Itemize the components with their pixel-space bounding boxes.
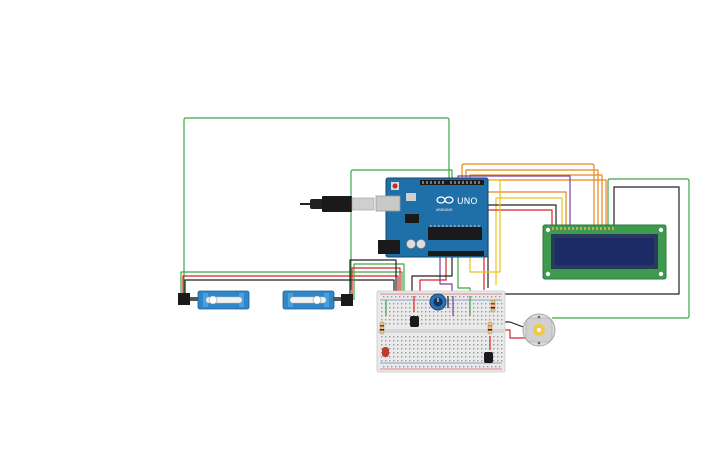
board-brand-label: ARDUINO bbox=[436, 208, 453, 212]
wire-green-left-arduino[interactable] bbox=[350, 169, 453, 290]
breadboard[interactable] bbox=[376, 290, 506, 373]
wire-orange-lcd-4[interactable] bbox=[473, 179, 607, 226]
resistor-right-bottom[interactable] bbox=[487, 321, 493, 335]
wire-green-servo-2[interactable] bbox=[353, 263, 405, 300]
wire-red-lower[interactable] bbox=[419, 256, 447, 296]
servo-horn-icon bbox=[312, 295, 322, 305]
wire-red-lcd[interactable] bbox=[483, 209, 553, 290]
potentiometer-knob-icon[interactable] bbox=[429, 293, 447, 311]
lcd-16x2-display[interactable] bbox=[542, 224, 667, 280]
wire-yellow-lcd[interactable] bbox=[495, 197, 563, 285]
wire-red-servo-2[interactable] bbox=[351, 267, 401, 300]
wire-orange-lcd-5[interactable] bbox=[486, 191, 567, 226]
wire-black-lower[interactable] bbox=[411, 256, 453, 296]
wire-yellow-lower[interactable] bbox=[469, 179, 501, 273]
wire-green-right-loop[interactable] bbox=[552, 178, 690, 319]
dc-motor-icon[interactable] bbox=[522, 313, 556, 347]
wire-black-right-loop[interactable] bbox=[500, 186, 680, 295]
wire-red-servo-1[interactable] bbox=[182, 275, 399, 297]
transistor-right[interactable] bbox=[484, 352, 493, 363]
resistor-right-top[interactable] bbox=[490, 299, 496, 313]
servo-motor-left[interactable] bbox=[178, 290, 250, 310]
wire-black-servo-1[interactable] bbox=[184, 279, 395, 297]
usb-cable-icon[interactable] bbox=[300, 196, 375, 212]
wire-green-lower[interactable] bbox=[457, 256, 471, 296]
transistor-left[interactable] bbox=[410, 316, 419, 327]
resistor-left[interactable] bbox=[379, 321, 385, 335]
infinity-logo-icon bbox=[436, 196, 454, 204]
wire-black-servo-2[interactable] bbox=[349, 259, 397, 300]
wire-orange-lcd-3[interactable] bbox=[469, 174, 603, 226]
arduino-uno-board[interactable]: UNO ARDUINO bbox=[375, 177, 489, 258]
servo-motor-right[interactable] bbox=[282, 290, 353, 310]
wire-orange-lcd-1[interactable] bbox=[461, 163, 595, 226]
servo-horn-icon bbox=[208, 295, 218, 305]
wire-purple-lower[interactable] bbox=[439, 256, 453, 296]
wire-green-top-loop[interactable] bbox=[183, 117, 450, 297]
board-model-label: UNO bbox=[457, 197, 477, 207]
led-red[interactable] bbox=[382, 347, 389, 357]
lcd-screen bbox=[555, 238, 654, 265]
breadboard-jumpers bbox=[385, 296, 491, 350]
wire-green-servo-1[interactable] bbox=[180, 271, 403, 297]
